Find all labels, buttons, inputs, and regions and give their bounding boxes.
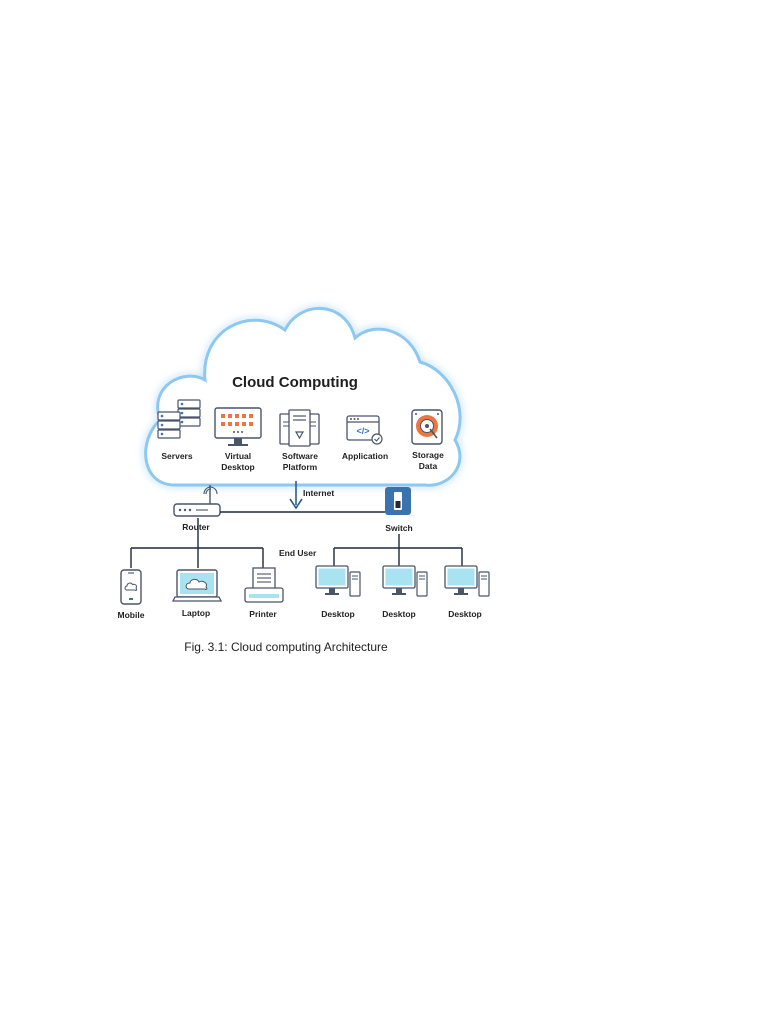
end-user-label: End User xyxy=(279,548,317,558)
device-label-mobile: Mobile xyxy=(118,610,145,620)
router-branch-lines xyxy=(130,518,264,568)
device-label-desktop-2: Desktop xyxy=(382,609,416,619)
device-label-printer: Printer xyxy=(249,609,277,619)
internet-label: Internet xyxy=(303,488,334,498)
desktop-computer-icon xyxy=(444,565,490,597)
device-label-desktop-3: Desktop xyxy=(448,609,482,619)
mobile-phone-icon xyxy=(120,569,142,605)
figure-caption: Fig. 3.1: Cloud computing Architecture xyxy=(184,640,388,654)
router-label: Router xyxy=(182,522,210,532)
device-label-laptop: Laptop xyxy=(182,608,210,618)
application-window-icon: </> xyxy=(346,415,383,445)
software-platform-icon xyxy=(279,409,320,447)
desktop-computer-icon xyxy=(382,565,428,597)
cloud-item-label-application: Application xyxy=(342,451,388,461)
switch-branch-lines xyxy=(333,534,463,566)
svg-text:</>: </> xyxy=(356,426,369,436)
device-label-desktop-1: Desktop xyxy=(321,609,355,619)
laptop-cloud-icon xyxy=(171,569,223,602)
hard-drive-icon xyxy=(411,409,443,445)
switch-label: Switch xyxy=(385,523,412,533)
router-icon xyxy=(173,485,221,517)
switch-icon xyxy=(385,487,411,515)
internet-arrow xyxy=(289,481,303,510)
cloud-item-label-servers: Servers xyxy=(161,451,192,461)
cloud-title: Cloud Computing xyxy=(232,374,358,391)
desktop-computer-icon xyxy=(315,565,361,597)
printer-icon xyxy=(244,567,284,603)
monitor-icon xyxy=(214,407,262,446)
server-rack-icon xyxy=(157,399,201,439)
